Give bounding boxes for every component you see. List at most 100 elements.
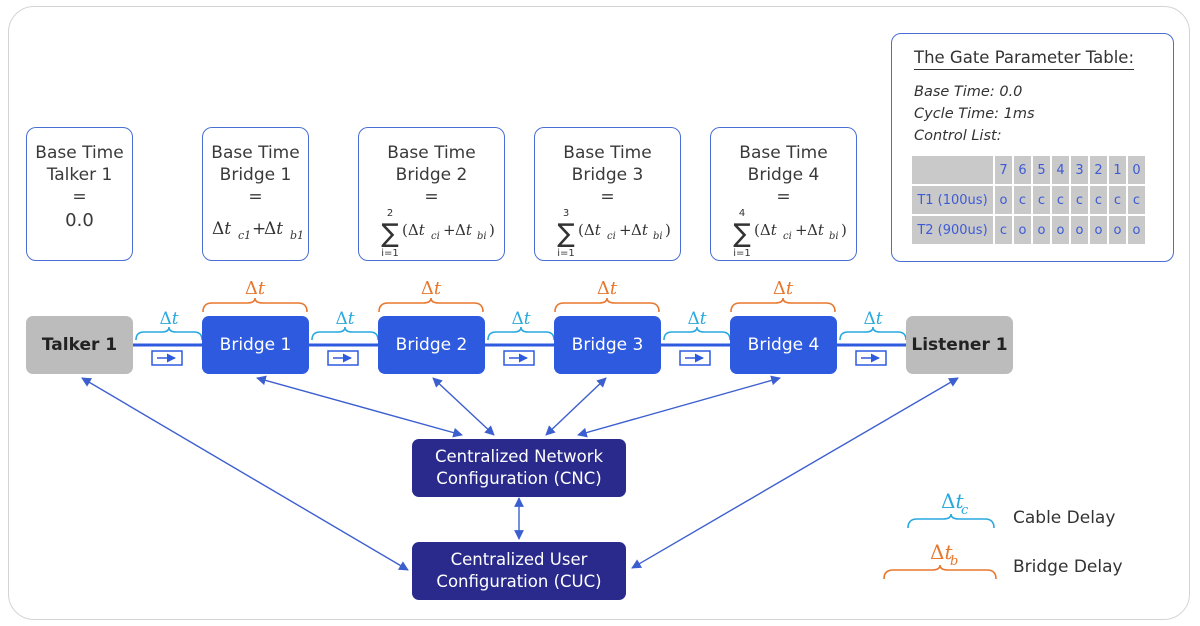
bridge-delay-labels: Δt Δt Δt Δt xyxy=(245,278,794,299)
svg-text:Δt: Δt xyxy=(631,221,649,239)
base-time-node: Bridge 2 xyxy=(395,165,468,185)
column-header: 1 xyxy=(1107,154,1128,186)
gate-cycle-time: Cycle Time: 1ms xyxy=(914,106,1035,122)
table-cell: c xyxy=(1126,184,1147,216)
svg-text:(Δt: (Δt xyxy=(754,221,778,239)
svg-text:Δt: Δt xyxy=(687,309,706,329)
svg-text:Δt: Δt xyxy=(245,278,266,299)
bridge-4-formula: 4 ∑ i=1 (Δt ci + Δt bi ) xyxy=(733,208,847,256)
table-cell: o xyxy=(1012,214,1033,246)
bridge-node-2[interactable]: Bridge 2 xyxy=(378,316,485,374)
base-time-node: Talker 1 xyxy=(46,165,113,185)
svg-text:Δt: Δt xyxy=(941,489,964,513)
listener-node[interactable]: Listener 1 xyxy=(906,316,1013,374)
svg-text:∑: ∑ xyxy=(557,219,575,249)
svg-text:Δt: Δt xyxy=(597,278,618,299)
svg-text:): ) xyxy=(841,221,847,239)
base-time-label: Base Time xyxy=(35,143,124,163)
svg-text:bi: bi xyxy=(477,231,487,242)
base-time-label: Base Time xyxy=(739,143,828,163)
svg-text:b: b xyxy=(950,554,958,569)
bridge-delay-braces xyxy=(202,297,836,313)
legend-cable-delay: Cable Delay xyxy=(1013,508,1116,528)
svg-text:(Δt: (Δt xyxy=(402,221,426,239)
cuc-label-line1: Centralized User xyxy=(450,550,588,569)
svg-text:+: + xyxy=(252,219,266,239)
table-row: T1 (100us) o c c c c c c c xyxy=(910,184,1147,216)
legend-bridge-brace-icon: Δt b xyxy=(883,540,997,580)
svg-text:(Δt: (Δt xyxy=(578,221,602,239)
svg-text:Δt: Δt xyxy=(863,309,882,329)
sum-upper-limit: 4 xyxy=(739,208,745,219)
equals-sign: = xyxy=(600,187,615,207)
gate-base-time: Base Time: 0.0 xyxy=(914,84,1023,100)
table-row: T2 (900us) c o o o o o o o xyxy=(910,214,1147,246)
management-arrows xyxy=(81,375,959,571)
bridge-3-formula: 3 ∑ i=1 (Δt ci + Δt bi ) xyxy=(557,208,671,256)
column-header: 5 xyxy=(1031,154,1052,186)
column-header: 0 xyxy=(1126,154,1147,186)
diagram-frame xyxy=(8,6,1190,620)
bridge-node-1[interactable]: Bridge 1 xyxy=(202,316,309,374)
column-header: 6 xyxy=(1012,154,1033,186)
table-cell: c xyxy=(1012,184,1033,216)
gate-control-list-table: 7 6 5 4 3 2 1 0 T1 (100us) o c c c c c c… xyxy=(910,154,1147,246)
sum-lower-limit: i=1 xyxy=(557,248,575,256)
sum-lower-limit: i=1 xyxy=(733,248,751,256)
bridge-1-formula: Δt c1 + Δt b1 xyxy=(212,219,304,242)
svg-text:Δt: Δt xyxy=(421,278,442,299)
row-label: T2 (900us) xyxy=(910,214,995,246)
base-time-label: Base Time xyxy=(211,143,300,163)
sum-upper-limit: 3 xyxy=(563,208,569,219)
svg-text:bi: bi xyxy=(829,231,839,242)
gate-parameter-table-panel: The Gate Parameter Table: Base Time: 0.0… xyxy=(891,33,1174,262)
table-cell: c xyxy=(1088,184,1109,216)
legend-cable-brace-icon: Δt c xyxy=(907,489,995,529)
table-cell: o xyxy=(1126,214,1147,246)
column-header: 7 xyxy=(993,154,1014,186)
sum-lower-limit: i=1 xyxy=(381,248,399,256)
table-cell: o xyxy=(1031,214,1052,246)
cnc-label-line1: Centralized Network xyxy=(434,447,604,466)
column-header: 3 xyxy=(1069,154,1090,186)
cnc-label-line2: Configuration (CNC) xyxy=(436,469,602,488)
table-cell: c xyxy=(1031,184,1052,216)
table-cell: c xyxy=(1069,184,1090,216)
svg-text:+: + xyxy=(443,221,456,239)
base-time-box-bridge-3: Base Time Bridge 3 = 3 ∑ i=1 (Δt ci + Δt… xyxy=(534,127,681,261)
svg-text:Δt: Δt xyxy=(212,219,231,239)
base-time-node: Bridge 1 xyxy=(219,165,292,185)
cnc-controller[interactable]: Centralized Network Configuration (CNC) xyxy=(412,439,626,497)
svg-text:Δt: Δt xyxy=(511,309,530,329)
svg-text:): ) xyxy=(489,221,495,239)
table-cell: o xyxy=(1069,214,1090,246)
svg-text:Δt: Δt xyxy=(335,309,354,329)
base-time-box-bridge-2: Base Time Bridge 2 = 2 ∑ i=1 (Δt ci + Δt… xyxy=(358,127,505,261)
svg-text:Δt: Δt xyxy=(159,309,178,329)
row-label: T1 (100us) xyxy=(910,184,995,216)
base-time-node: Bridge 4 xyxy=(747,165,820,185)
svg-text:ci: ci xyxy=(783,231,792,242)
table-corner-cell xyxy=(910,154,995,186)
base-time-label: Base Time xyxy=(387,143,476,163)
legend-bridge-delay: Bridge Delay xyxy=(1013,557,1123,577)
svg-text:+: + xyxy=(795,221,808,239)
base-time-box-bridge-4: Base Time Bridge 4 = 4 ∑ i=1 (Δt ci + Δt… xyxy=(710,127,857,261)
equals-sign: = xyxy=(72,187,87,207)
svg-text:): ) xyxy=(665,221,671,239)
bridge-node-3[interactable]: Bridge 3 xyxy=(554,316,661,374)
base-time-node: Bridge 3 xyxy=(571,165,644,185)
bridge-node-4[interactable]: Bridge 4 xyxy=(730,316,837,374)
table-cell: c xyxy=(1050,184,1071,216)
talker-node[interactable]: Talker 1 xyxy=(26,316,133,374)
svg-text:∑: ∑ xyxy=(733,219,751,249)
cable-delay-braces xyxy=(135,326,907,341)
svg-text:∑: ∑ xyxy=(381,219,399,249)
svg-text:c: c xyxy=(961,503,969,518)
cuc-controller[interactable]: Centralized User Configuration (CUC) xyxy=(412,542,626,600)
table-cell: o xyxy=(1088,214,1109,246)
svg-text:Δt: Δt xyxy=(455,221,473,239)
svg-text:c1: c1 xyxy=(238,229,251,242)
table-cell: o xyxy=(1050,214,1071,246)
